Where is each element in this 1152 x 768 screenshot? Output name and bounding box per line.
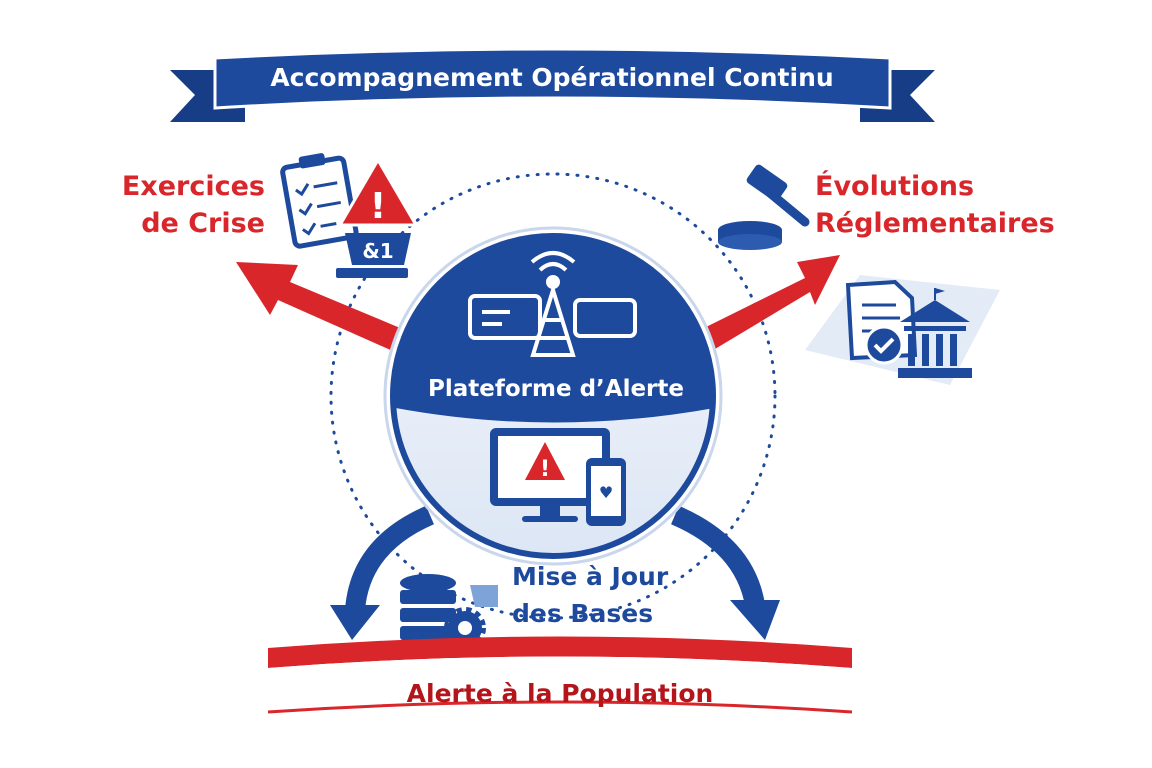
arrow-to-exercices bbox=[236, 262, 405, 352]
footer-band: Alerte à la Population bbox=[267, 636, 853, 714]
arrow-to-evolutions bbox=[700, 255, 840, 352]
center-platform: Plateforme d’Alerte ! ♥ bbox=[383, 226, 723, 566]
gavel-icon bbox=[718, 164, 810, 250]
evolutions-line2: Réglementaires bbox=[815, 208, 1055, 239]
exercices-line1: Exercices bbox=[122, 171, 265, 202]
monitor-warning-icon: ! bbox=[490, 428, 610, 522]
mise-a-jour-des-bases: Mise à Jour des Bases bbox=[400, 562, 669, 649]
warning-triangle-icon: ! &1 bbox=[336, 158, 418, 278]
dotted-ring bbox=[329, 172, 777, 620]
evolutions-reglementaires: Évolutions Réglementaires bbox=[718, 164, 1055, 385]
arrow-to-left-bottom bbox=[330, 505, 435, 640]
center-title: Plateforme d’Alerte bbox=[428, 376, 684, 402]
banner-title: Accompagnement Opérationnel Continu bbox=[270, 63, 833, 92]
government-building-icon bbox=[898, 288, 972, 378]
clipboard-checklist-icon bbox=[280, 153, 359, 249]
bases-line1: Mise à Jour bbox=[512, 562, 669, 591]
svg-text:!: ! bbox=[540, 457, 550, 482]
svg-text:!: ! bbox=[370, 186, 386, 227]
exercices-line2: de Crise bbox=[141, 208, 265, 239]
gear-icon bbox=[444, 607, 486, 649]
badge-text: &1 bbox=[362, 239, 393, 263]
arrow-to-right-bottom bbox=[670, 505, 780, 640]
svg-text:♥: ♥ bbox=[599, 483, 613, 502]
document-check-icon bbox=[845, 279, 918, 365]
smartphone-heart-icon: ♥ bbox=[586, 458, 626, 526]
bases-line2: des Bases bbox=[512, 599, 653, 628]
evolutions-line1: Évolutions bbox=[815, 170, 974, 202]
sync-arrow-icon bbox=[470, 585, 498, 607]
footer-title: Alerte à la Population bbox=[407, 679, 714, 708]
top-banner: Accompagnement Opérationnel Continu bbox=[170, 47, 935, 122]
exercices-de-crise: Exercices de Crise ! &1 bbox=[122, 153, 418, 278]
antenna-tower-icon bbox=[468, 251, 637, 357]
database-icon bbox=[400, 574, 456, 640]
